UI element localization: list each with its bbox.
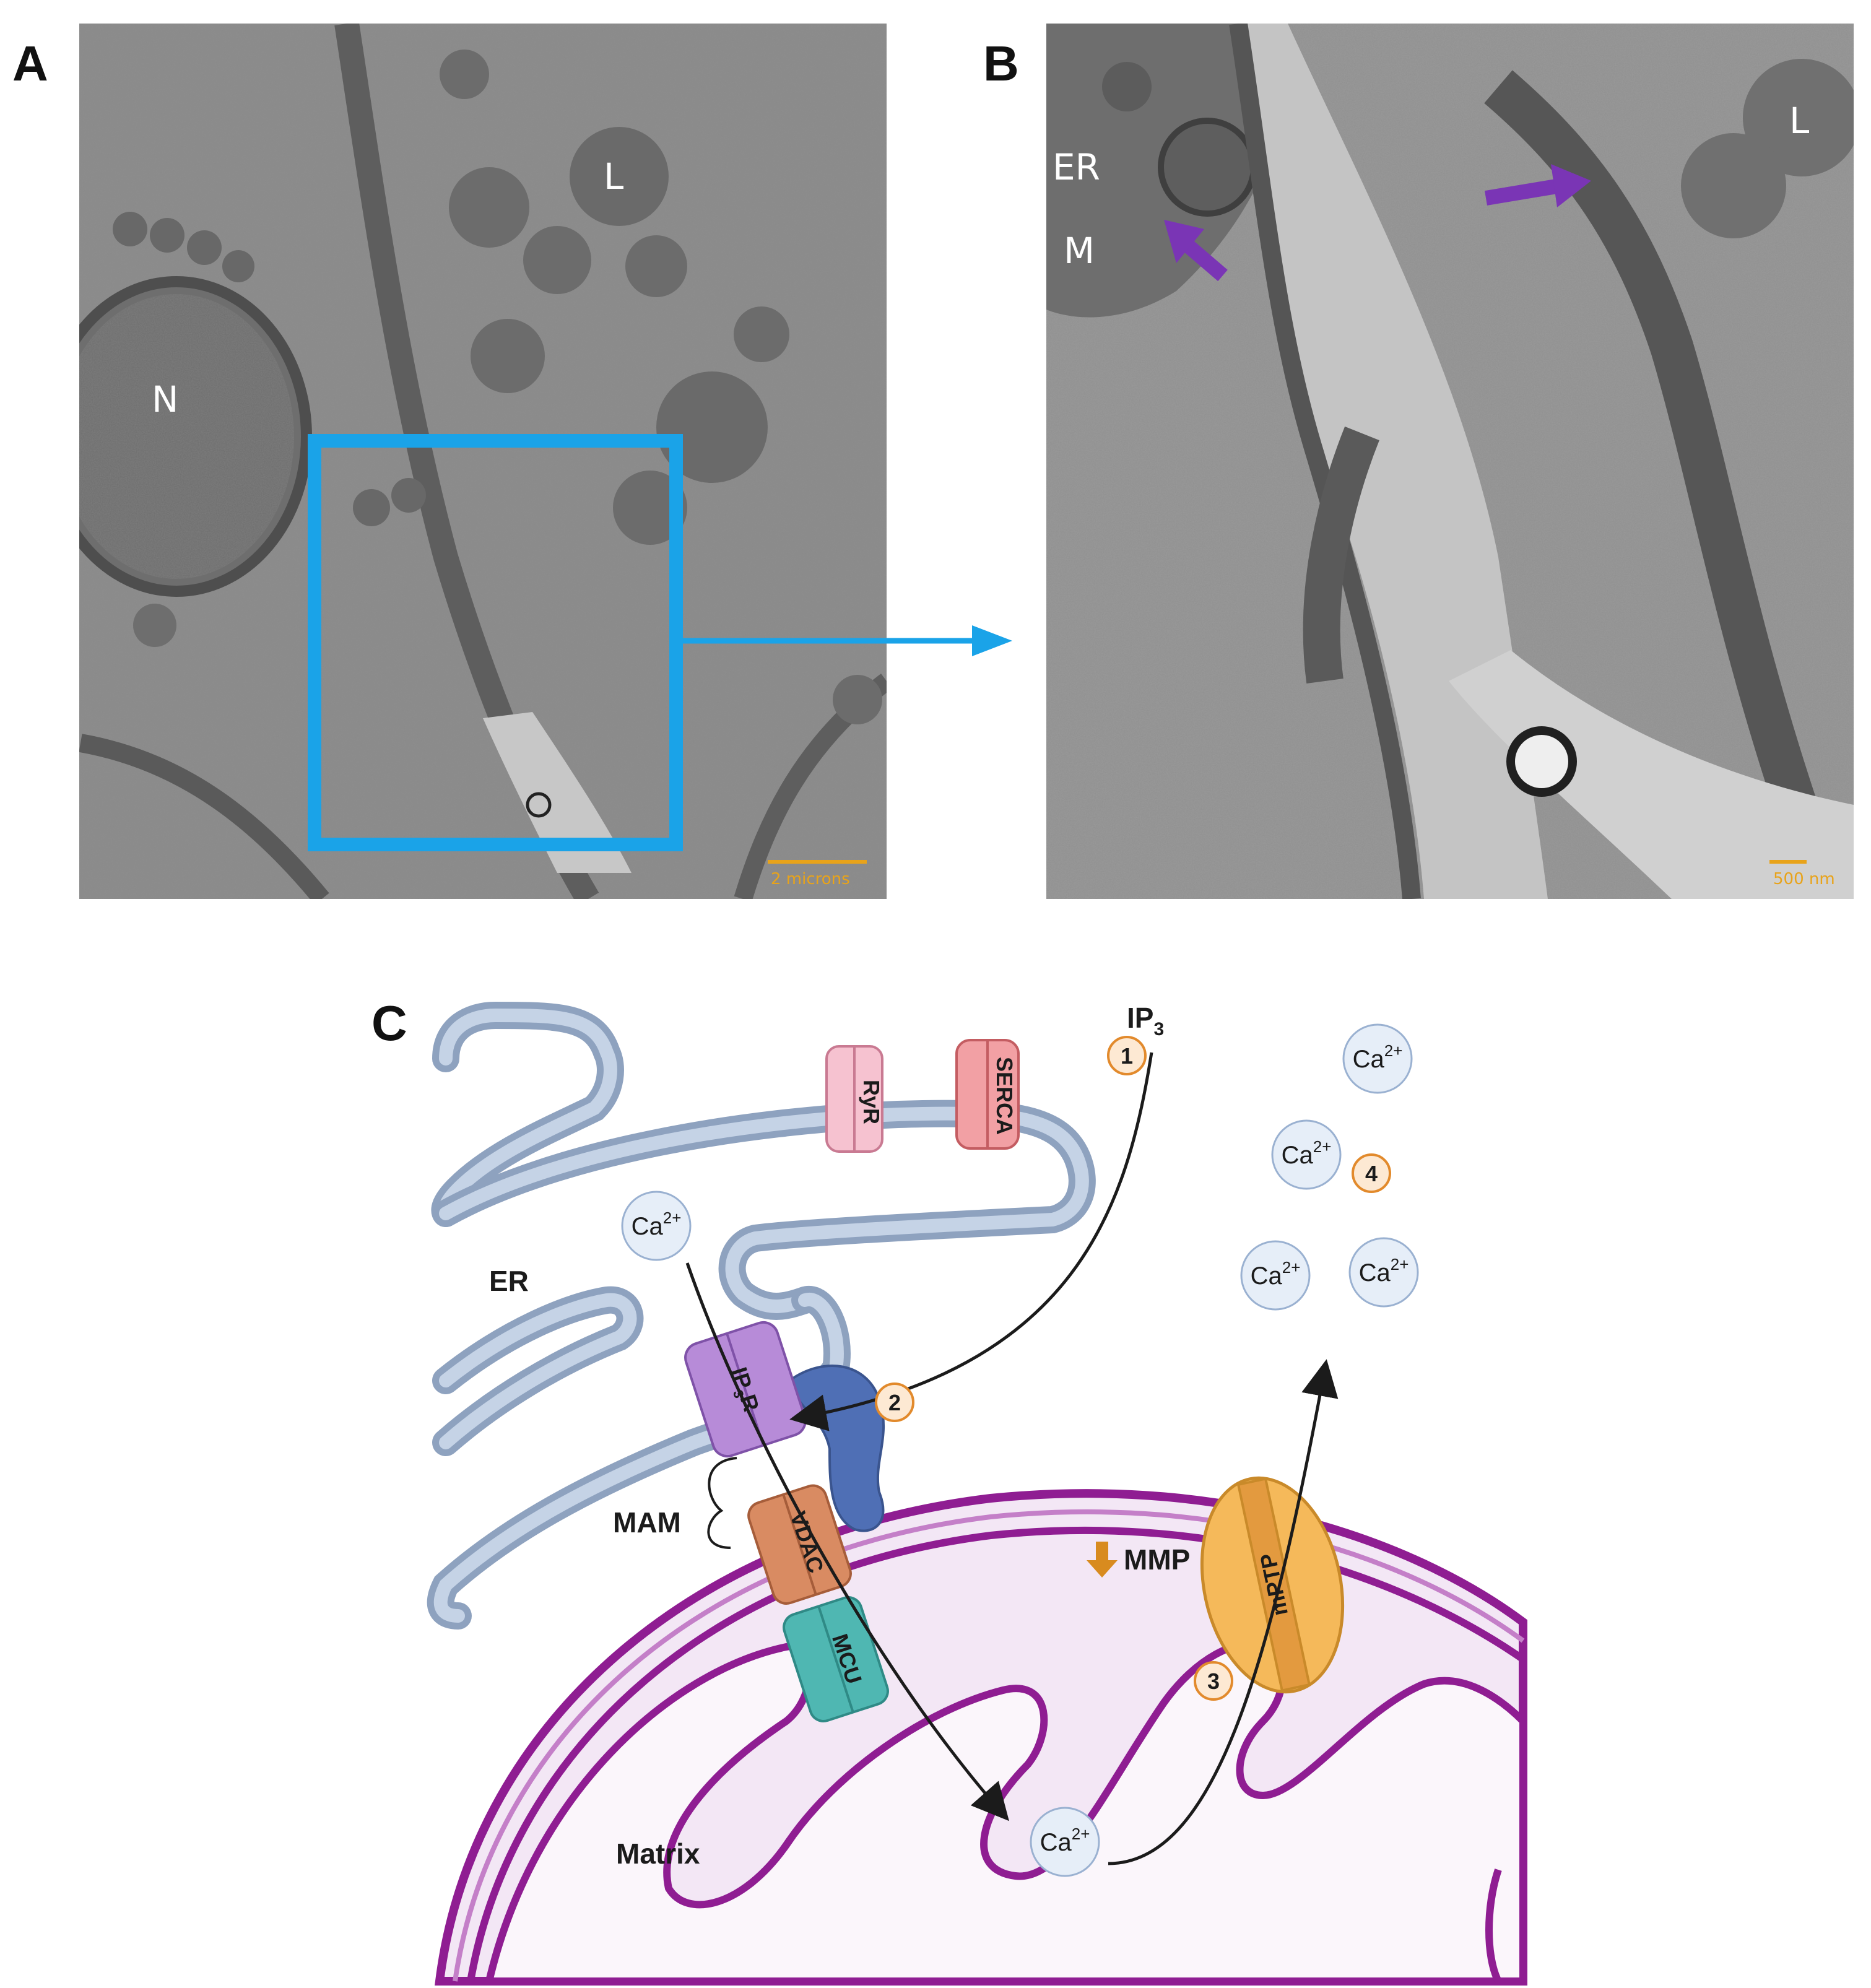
ca-ion-matrix: Ca2+ [1030,1807,1100,1877]
ryr-channel: RyR [825,1045,884,1153]
svg-text:Ca2+: Ca2+ [1251,1258,1301,1290]
svg-text:Ca2+: Ca2+ [1359,1255,1409,1287]
purple-arrow-2 [1485,164,1591,207]
panel-b: B [983,24,1854,899]
mito-label-b: M [1064,230,1095,272]
panel-b-letter: B [983,36,1019,91]
ca-ion-cyto-4: Ca2+ [1348,1237,1419,1308]
mptp-pore: mPTP [1200,1476,1345,1694]
panel-c: C RyR [371,996,1527,1986]
step-1: 1 [1107,1036,1147,1075]
panel-a-letter: A [12,36,48,91]
ca-influx-arrow [685,1262,1009,1821]
mitochondrion-diagram [435,1489,1527,1986]
scale-bar-a-label: 2 microns [771,870,850,888]
lipid-droplet [570,127,669,226]
ca-ion-cyto-3: Ca2+ [1240,1240,1311,1311]
panel-c-letter: C [371,996,407,1051]
matrix-label: Matrix [616,1838,700,1870]
step-2: 2 [875,1382,914,1422]
micrograph-b: ER M L 500 nm [1046,24,1854,899]
mitochondrion [1158,118,1257,217]
svg-text:3: 3 [1207,1669,1220,1694]
mmp-indicator: MMP [1087,1542,1190,1578]
ca-ion-er: Ca2+ [621,1191,692,1261]
vdac-channel: VDAC [747,1484,852,1605]
mmp-label: MMP [1124,1543,1190,1576]
ryr-label: RyR [859,1080,884,1124]
panel-a: A [12,24,887,899]
svg-text:Ca2+: Ca2+ [1040,1825,1090,1856]
er-membrane [427,1001,1096,1630]
zoom-arrow [680,625,1012,656]
ca-ion-cyto-2: Ca2+ [1271,1119,1342,1190]
lipid-label-b: L [1789,100,1809,142]
nucleus-label: N [152,378,178,420]
purple-arrow-1 [1164,220,1228,282]
down-arrow-icon [1087,1542,1118,1578]
lipid-label-a: L [604,155,623,197]
serca-label: SERCA [992,1057,1017,1135]
svg-text:4: 4 [1365,1161,1378,1186]
svg-text:1: 1 [1121,1043,1133,1069]
ip3-label: IP3 [1127,1002,1164,1040]
er-label-b: ER [1053,146,1100,188]
svg-text:Ca2+: Ca2+ [632,1209,682,1240]
mam-label: MAM [613,1506,681,1539]
dark-er-tubule [1484,70,1817,812]
highlight-box [308,434,683,851]
micrograph-a: N L 2 microns [79,24,887,899]
ca-efflux-arrow [1108,1359,1339,1865]
svg-text:2: 2 [888,1390,901,1415]
mam-brace [707,1457,737,1549]
step-3: 3 [1194,1661,1233,1701]
scale-bar-b-label: 500 nm [1773,870,1835,888]
serca-pump: SERCA [955,1039,1020,1150]
step-4: 4 [1352,1153,1391,1193]
svg-text:Ca2+: Ca2+ [1282,1137,1332,1169]
svg-text:Ca2+: Ca2+ [1353,1041,1403,1073]
mcu-channel: MCU [783,1596,889,1722]
er-label-c: ER [489,1265,529,1297]
lipid-droplet-b [1743,59,1854,176]
ca-ion-cyto-1: Ca2+ [1342,1023,1413,1094]
